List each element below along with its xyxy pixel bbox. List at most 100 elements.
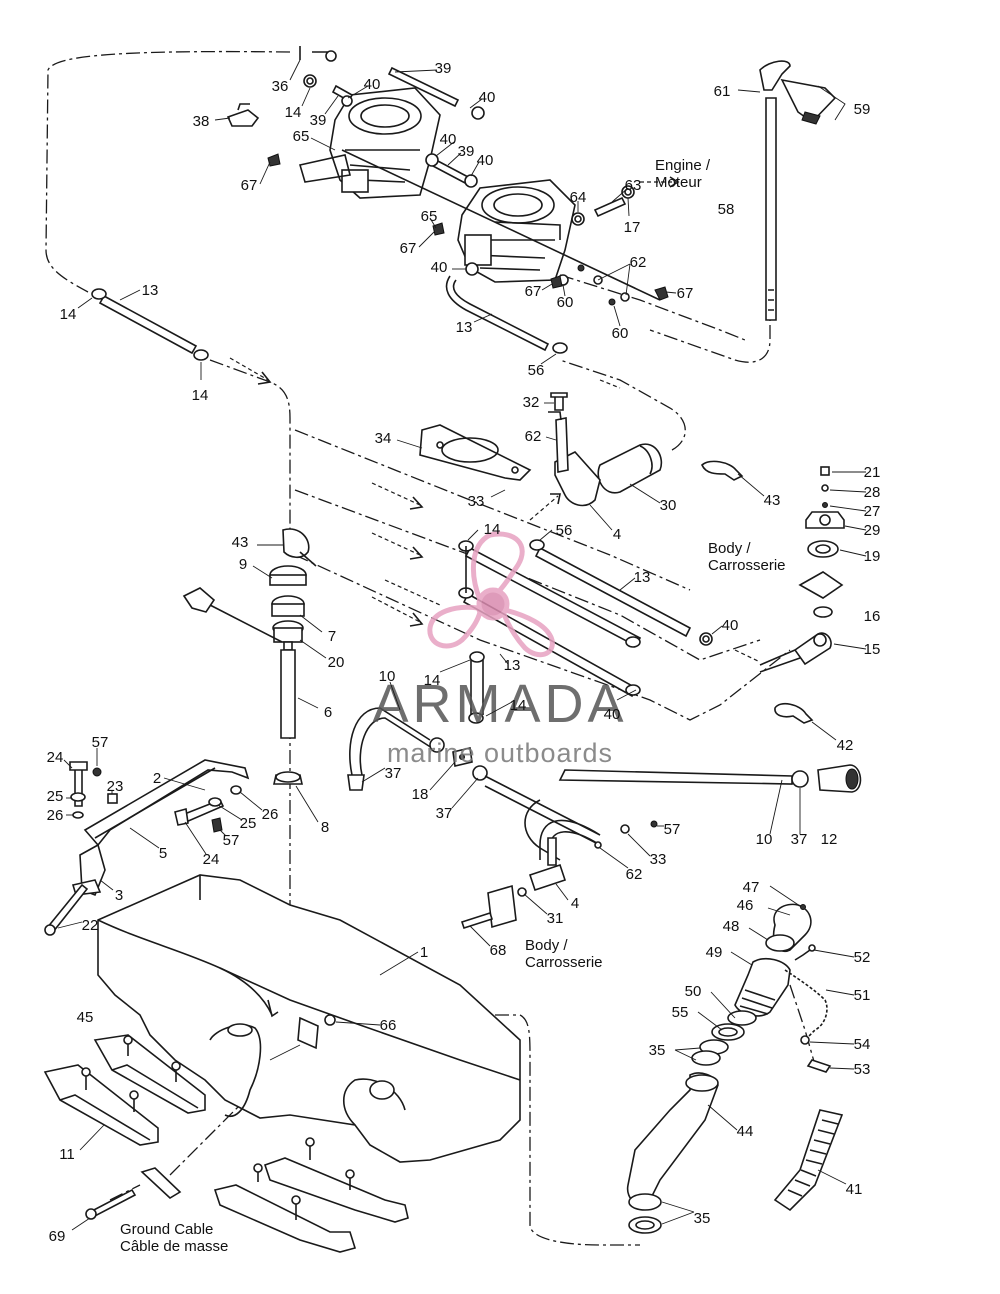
caption-engine-line2: Moteur bbox=[655, 174, 702, 191]
vent-tube-58 bbox=[759, 60, 846, 321]
fuel-tank bbox=[97, 874, 521, 1163]
callout-53: 53 bbox=[854, 1061, 871, 1078]
callout-4: 4 bbox=[571, 895, 579, 912]
callout-62: 62 bbox=[626, 866, 643, 883]
caption-body-top-line1: Body / bbox=[708, 540, 751, 557]
propeller-blade-top bbox=[470, 531, 525, 603]
valve-stack-left bbox=[182, 528, 317, 785]
callout-14: 14 bbox=[510, 697, 527, 714]
callout-45: 45 bbox=[77, 1009, 94, 1026]
callout-38: 38 bbox=[193, 113, 210, 130]
callout-57: 57 bbox=[223, 832, 240, 849]
callout-61: 61 bbox=[714, 83, 731, 100]
hose-10-right bbox=[484, 764, 862, 861]
callout-68: 68 bbox=[490, 942, 507, 959]
clamp-42 bbox=[774, 702, 814, 724]
tank-support-45 bbox=[81, 1034, 206, 1114]
callout-14: 14 bbox=[424, 672, 441, 689]
callout-67: 67 bbox=[241, 177, 258, 194]
callout-57: 57 bbox=[664, 821, 681, 838]
corrugated-hose-41 bbox=[773, 1109, 844, 1212]
callout-54: 54 bbox=[854, 1036, 871, 1053]
callout-42: 42 bbox=[837, 737, 854, 754]
callout-37: 37 bbox=[385, 765, 402, 782]
propeller-blade-left bbox=[427, 604, 483, 649]
tank-support-11-front bbox=[43, 1064, 159, 1146]
callout-14: 14 bbox=[60, 306, 77, 323]
callout-10: 10 bbox=[756, 831, 773, 848]
carburetor-front bbox=[457, 179, 576, 283]
callout-60: 60 bbox=[557, 294, 574, 311]
callout-35: 35 bbox=[649, 1042, 666, 1059]
callout-20: 20 bbox=[328, 654, 345, 671]
callout-14: 14 bbox=[285, 104, 302, 121]
caption-ground-cable-line1: Ground Cable bbox=[120, 1221, 213, 1238]
callout-30: 30 bbox=[660, 497, 677, 514]
callout-25: 25 bbox=[240, 815, 257, 832]
callout-66: 66 bbox=[380, 1017, 397, 1034]
caption-ground-cable-line2: Câble de masse bbox=[120, 1238, 228, 1255]
callout-2: 2 bbox=[153, 770, 161, 787]
callout-22: 22 bbox=[82, 917, 99, 934]
callout-41: 41 bbox=[846, 1181, 863, 1198]
callout-64: 64 bbox=[570, 189, 587, 206]
tank-support-rear bbox=[213, 1137, 409, 1253]
callout-57: 57 bbox=[92, 734, 109, 751]
carb-hoses bbox=[299, 46, 635, 276]
callout-40: 40 bbox=[477, 152, 494, 169]
callout-23: 23 bbox=[107, 778, 124, 795]
callout-13: 13 bbox=[634, 569, 651, 586]
callout-25: 25 bbox=[47, 788, 64, 805]
callout-13: 13 bbox=[456, 319, 473, 336]
callout-65: 65 bbox=[421, 208, 438, 225]
callout-40: 40 bbox=[604, 706, 621, 723]
callout-40: 40 bbox=[479, 89, 496, 106]
callout-4: 4 bbox=[613, 526, 621, 543]
callout-16: 16 bbox=[864, 608, 881, 625]
callout-15: 15 bbox=[864, 641, 881, 658]
hose-13-mid bbox=[445, 275, 568, 354]
clamp-43-right bbox=[701, 460, 744, 481]
callout-43: 43 bbox=[764, 492, 781, 509]
callout-28: 28 bbox=[864, 484, 881, 501]
callout-24: 24 bbox=[47, 749, 64, 766]
callout-26: 26 bbox=[47, 807, 64, 824]
callout-39: 39 bbox=[458, 143, 475, 160]
callout-33: 33 bbox=[468, 493, 485, 510]
callout-63: 63 bbox=[625, 177, 642, 194]
hose-clamp-66 bbox=[324, 1014, 336, 1026]
strap-22 bbox=[44, 883, 89, 936]
callout-51: 51 bbox=[854, 987, 871, 1004]
callout-29: 29 bbox=[864, 522, 881, 539]
plate-31 bbox=[460, 884, 527, 930]
clip-38 bbox=[226, 103, 260, 127]
watermark: ARMADA marine outboards bbox=[372, 531, 624, 768]
hose-13-left bbox=[91, 288, 209, 361]
callout-62: 62 bbox=[630, 254, 647, 271]
callout-39: 39 bbox=[435, 60, 452, 77]
callout-19: 19 bbox=[864, 548, 881, 565]
callout-18: 18 bbox=[412, 786, 429, 803]
callout-24: 24 bbox=[203, 851, 220, 868]
fuel-filter-30 bbox=[548, 392, 663, 507]
callout-21: 21 bbox=[864, 464, 881, 481]
callout-3: 3 bbox=[115, 887, 123, 904]
callout-14: 14 bbox=[192, 387, 209, 404]
callout-46: 46 bbox=[737, 897, 754, 914]
callout-60: 60 bbox=[612, 325, 629, 342]
callout-17: 17 bbox=[624, 219, 641, 236]
callout-52: 52 bbox=[854, 949, 871, 966]
callout-10: 10 bbox=[379, 668, 396, 685]
callout-35: 35 bbox=[694, 1210, 711, 1227]
callout-11: 11 bbox=[59, 1146, 75, 1163]
bracket-4-lower bbox=[528, 820, 658, 892]
callout-34: 34 bbox=[375, 430, 392, 447]
callout-44: 44 bbox=[737, 1123, 754, 1140]
callout-40: 40 bbox=[722, 617, 739, 634]
caption-body-bottom-line2: Carrosserie bbox=[525, 954, 603, 971]
callout-48: 48 bbox=[723, 918, 740, 935]
callout-8: 8 bbox=[321, 819, 329, 836]
callout-12: 12 bbox=[821, 831, 838, 848]
callout-40: 40 bbox=[431, 259, 448, 276]
